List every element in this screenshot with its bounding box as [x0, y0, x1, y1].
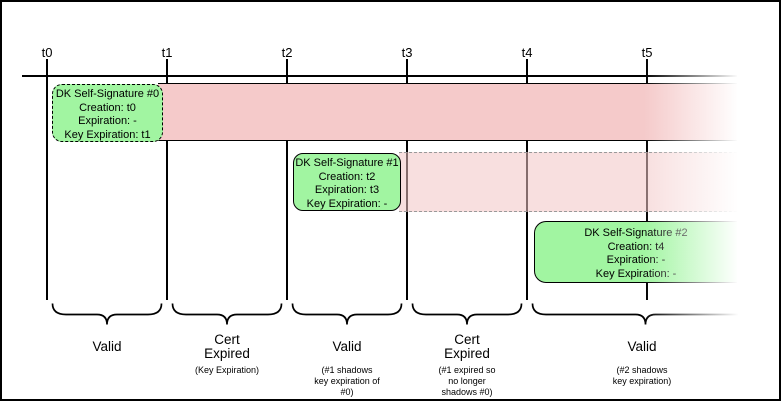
- tick-label-t4: t4: [521, 45, 533, 60]
- signature-creation: Creation: t2: [318, 170, 376, 183]
- brace-icon: [531, 301, 760, 327]
- period-label-2: Valid (#1 shadows key expiration of #0): [277, 332, 417, 398]
- period-status: Valid: [627, 339, 657, 354]
- timeline-line-t1: [166, 59, 168, 300]
- signature-box-1: DK Self-Signature #1 Creation: t2 Expira…: [293, 153, 401, 211]
- signature-key-expiration: Key Expiration: -: [306, 197, 388, 210]
- brace-icon: [171, 301, 283, 327]
- signature-creation: Creation: t0: [79, 101, 136, 114]
- signature-creation: Creation: t4: [607, 240, 665, 253]
- period-label-3: Cert Expired (#1 expired so no longer sh…: [397, 332, 537, 398]
- period-status: Valid: [92, 339, 122, 354]
- expired-band-signature-0: [158, 83, 737, 141]
- period-note: (Key Expiration): [194, 365, 260, 375]
- signature-key-expiration: Key Expiration: -: [595, 267, 677, 280]
- signature-expiration: Expiration: -: [606, 254, 666, 266]
- signature-box-0: DK Self-Signature #0 Creation: t0 Expira…: [52, 84, 163, 142]
- signature-title: DK Self-Signature #0: [55, 88, 160, 100]
- period-label-4: Valid (#2 shadows key expiration): [572, 332, 712, 387]
- signature-title: DK Self-Signature #1: [295, 157, 399, 169]
- timeline-axis: [22, 75, 737, 77]
- tick-label-t1: t1: [161, 45, 173, 60]
- tick-label-t0: t0: [41, 45, 53, 60]
- signature-title: DK Self-Signature #2: [584, 227, 688, 239]
- timeline-line-t2: [286, 59, 288, 300]
- signature-expiration: Expiration: t3: [314, 184, 380, 196]
- signature-expiration: Expiration: -: [78, 115, 137, 127]
- period-note: (#1 expired so no longer shadows #0): [438, 365, 496, 397]
- signature-key-expiration: Key Expiration: t1: [64, 128, 151, 141]
- signature-box-2: DK Self-Signature #2 Creation: t4 Expira…: [534, 221, 737, 283]
- period-note: (#2 shadows key expiration): [612, 365, 672, 386]
- expired-band-signature-1: [399, 152, 737, 212]
- period-note: (#1 shadows key expiration of #0): [314, 365, 380, 397]
- period-status: Cert Expired: [204, 332, 250, 361]
- tick-label-t2: t2: [281, 45, 293, 60]
- period-label-1: Cert Expired (Key Expiration): [157, 332, 297, 376]
- period-label-0: Valid: [37, 332, 177, 365]
- brace-icon: [291, 301, 403, 327]
- brace-icon: [411, 301, 523, 327]
- tick-label-t5: t5: [641, 45, 653, 60]
- period-status: Cert Expired: [444, 332, 490, 361]
- brace-icon: [51, 301, 163, 327]
- timeline-line-t0: [46, 59, 48, 300]
- period-status: Valid: [332, 339, 362, 354]
- tick-label-t3: t3: [401, 45, 413, 60]
